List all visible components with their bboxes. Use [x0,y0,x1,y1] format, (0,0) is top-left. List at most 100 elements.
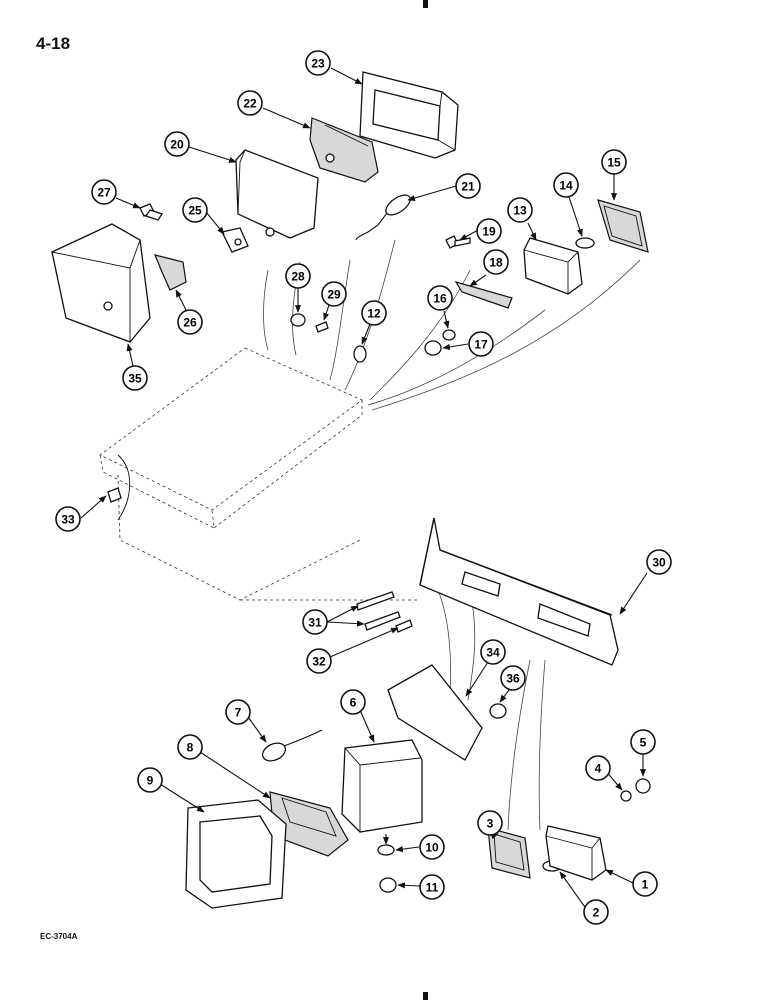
part-4-nut [620,790,632,802]
svg-text:31: 31 [308,616,322,630]
callout-7: 7 [225,699,251,725]
svg-text:11: 11 [426,881,439,895]
svg-text:14: 14 [559,179,573,193]
callout-16: 16 [427,285,453,311]
svg-text:32: 32 [312,655,326,669]
part-12-grommet [353,345,367,363]
svg-text:23: 23 [311,57,325,71]
callout-25: 25 [182,197,208,223]
callout-10: 10 [419,834,445,860]
part-22-bracket [309,117,379,183]
callout-6: 6 [340,689,366,715]
part-32-screw [395,619,413,633]
part-10-washer [377,844,395,856]
svg-text:34: 34 [486,646,500,660]
part-15-lens [597,199,649,253]
part-18-strip [454,281,513,309]
registration-mark-bottom [423,992,428,1000]
part-9-headlamp-bezel [185,799,287,909]
svg-text:19: 19 [482,225,496,239]
part-28-grommet [290,313,306,327]
part-23-bezel [359,71,459,159]
callout-21: 21 [455,173,481,199]
part-17-nut [424,340,442,356]
part-3-lens [487,827,531,879]
callout-35: 35 [122,365,148,391]
part-19-screw [445,235,471,249]
callout-33: 33 [55,506,81,532]
callout-11: 11 [419,874,445,900]
svg-text:20: 20 [170,138,184,152]
svg-text:22: 22 [243,97,257,111]
svg-text:18: 18 [489,256,503,270]
svg-text:10: 10 [425,841,439,855]
callout-31: 31 [302,609,328,635]
svg-text:15: 15 [607,156,621,170]
callout-36: 36 [500,665,526,691]
part-13-marker-housing [523,237,583,295]
part-36-grommet [489,703,507,719]
svg-text:17: 17 [474,338,488,352]
part-35-lamp-body [51,223,151,343]
callout-17: 17 [468,331,494,357]
svg-text:4: 4 [595,762,602,776]
reference-code: EC-3704A [40,932,78,941]
svg-text:27: 27 [97,186,111,200]
callout-34: 34 [480,639,506,665]
callout-26: 26 [177,309,203,335]
part-29-plug [315,321,329,333]
callout-bubbles: 23 22 20 21 27 25 26 35 28 29 12 19 18 1… [55,50,672,925]
part-27-bolt [139,203,164,221]
callout-29: 29 [321,281,347,307]
callout-32: 32 [306,648,332,674]
cab-roof [99,347,420,601]
callout-22: 22 [237,90,263,116]
callout-15: 15 [601,149,627,175]
svg-text:1: 1 [642,878,649,892]
callout-5: 5 [630,729,656,755]
svg-text:13: 13 [513,204,527,218]
callout-19: 19 [476,218,502,244]
callout-18: 18 [483,249,509,275]
part-33-plug [107,487,122,503]
callout-8: 8 [177,734,203,760]
callout-23: 23 [305,50,331,76]
callout-12: 12 [361,300,387,326]
part-8-reflector-plate [269,791,349,857]
part-26-clip [153,254,187,291]
svg-text:12: 12 [367,307,381,321]
callout-3: 3 [477,810,503,836]
callout-13: 13 [507,197,533,223]
svg-text:25: 25 [188,204,202,218]
callout-20: 20 [164,131,190,157]
callout-2: 2 [583,899,609,925]
callout-14: 14 [553,172,579,198]
page-number: 4-18 [36,34,71,53]
svg-text:36: 36 [506,672,520,686]
svg-text:16: 16 [433,292,447,306]
svg-text:33: 33 [61,513,75,527]
svg-text:3: 3 [487,817,494,831]
svg-text:21: 21 [461,180,475,194]
part-21-bulb [355,194,411,241]
part-30-front-fascia [419,517,619,666]
svg-text:5: 5 [640,736,647,750]
svg-text:35: 35 [128,372,142,386]
part-34-shroud [387,664,483,761]
part-20-housing [235,149,319,239]
part-5-nut [635,778,651,794]
part-7-bulb [261,729,323,762]
callout-27: 27 [91,179,117,205]
part-11-nut [379,877,397,893]
svg-text:29: 29 [327,288,341,302]
svg-text:7: 7 [235,706,242,720]
part-16-nut [442,329,456,341]
svg-text:9: 9 [147,774,154,788]
callout-4: 4 [585,755,611,781]
registration-mark-top [423,0,428,8]
callout-30: 30 [646,549,672,575]
svg-text:2: 2 [593,906,600,920]
svg-text:8: 8 [187,741,194,755]
